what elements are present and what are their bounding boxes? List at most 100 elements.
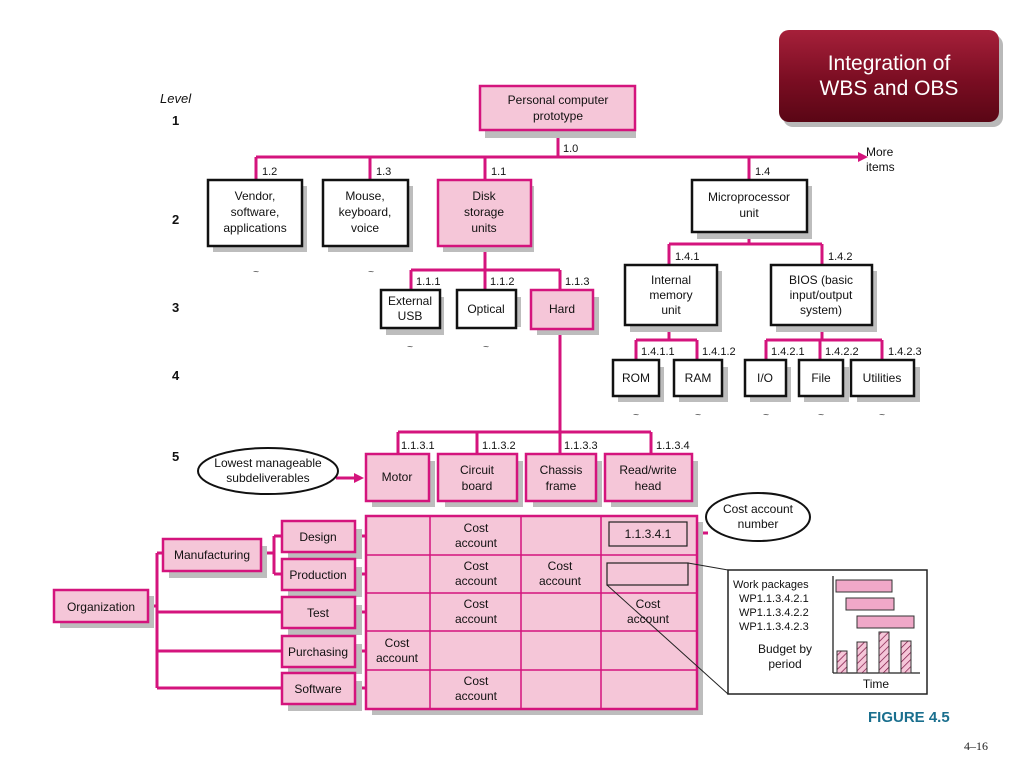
cell-r2-c2-line2: account <box>455 574 498 588</box>
level-4: 4 <box>172 368 180 383</box>
node-1-4-2-3-label: Utilities <box>863 371 902 385</box>
cost-account-number-cell <box>608 521 688 547</box>
code-1-1-2: 1.1.2 <box>490 276 514 288</box>
node-1-4-2-2-label: File <box>811 371 831 385</box>
cost-number-callout <box>705 492 811 542</box>
level-1: 1 <box>172 113 179 128</box>
boxes <box>52 84 916 706</box>
node-1-1-1 <box>379 288 442 330</box>
node-1-1 <box>436 178 533 248</box>
node-1-4-2-3 <box>849 358 916 398</box>
node-1-4-2-line2: input/output <box>790 288 853 302</box>
obs-software <box>280 671 357 706</box>
node-1-1-3-2 <box>436 452 519 503</box>
tilde: ~ <box>483 342 489 353</box>
node-1-4-2 <box>769 263 874 327</box>
obs-test-label: Test <box>307 606 330 620</box>
cell-r3-c4-line2: account <box>627 612 670 626</box>
code-1-1-3-2: 1.1.3.2 <box>482 440 516 452</box>
tilde: ~ <box>368 267 374 278</box>
code-1-1-3-4: 1.1.3.4 <box>656 440 690 452</box>
level-5: 5 <box>172 449 179 464</box>
cell-r1-c2-line1: Cost <box>464 521 489 535</box>
tilde: ~ <box>879 410 885 421</box>
budget-bar-2 <box>856 641 868 674</box>
wp1-bar <box>835 579 893 593</box>
code-1-1-3-3: 1.1.3.3 <box>564 440 598 452</box>
budget-bar-3 <box>878 631 890 674</box>
node-1-4-2-1 <box>743 358 788 398</box>
code-1-4-2-1: 1.4.2.1 <box>771 346 805 358</box>
inset-heading: Work packages <box>733 579 809 591</box>
obs-organization <box>52 588 150 624</box>
node-1-3-line2: keyboard, <box>339 205 392 219</box>
node-1-3-line3: voice <box>351 221 379 235</box>
node-1-1-3-label: Hard <box>549 302 575 316</box>
lowest-arrowhead <box>354 473 364 483</box>
node-1-4-2-line1: BIOS (basic <box>789 273 853 287</box>
node-1-4-1-1 <box>611 358 661 398</box>
cell-r2-c3-line2: account <box>539 574 582 588</box>
node-1-4-1-2 <box>672 358 724 398</box>
code-1-4-2-2: 1.4.2.2 <box>825 346 859 358</box>
node-1-4-1 <box>623 263 719 327</box>
tilde: ~ <box>818 410 824 421</box>
node-1-1-3-4-line1: Read/write <box>619 463 677 477</box>
work-package-cell <box>606 562 689 586</box>
cell-r5-c2-line1: Cost <box>464 674 489 688</box>
cost-number-line1: Cost account <box>723 502 794 516</box>
node-1-1-3-2-line2: board <box>462 479 493 493</box>
tilde: ~ <box>407 342 413 353</box>
code-1-1-3-1: 1.1.3.1 <box>401 440 435 452</box>
node-1-1-3-1-label: Motor <box>382 470 413 484</box>
node-1-2-line1: Vendor, <box>235 189 276 203</box>
cell-r2-c2-line1: Cost <box>464 559 489 573</box>
node-1-3-line1: Mouse, <box>345 189 384 203</box>
code-1-3: 1.3 <box>376 166 391 178</box>
obs-organization-label: Organization <box>67 600 135 614</box>
node-1-1-1-line1: External <box>388 294 432 308</box>
tildes: ~ ~ ~ ~ ~ ~ ~ ~ ~ <box>253 267 885 421</box>
code-1-2: 1.2 <box>262 166 277 178</box>
node-1-4-2-line3: system) <box>800 303 842 317</box>
node-1-1-3-3 <box>524 452 598 503</box>
budget-bar-4 <box>900 640 912 674</box>
node-1-1-3-1 <box>364 452 431 503</box>
obs-production-label: Production <box>289 568 346 582</box>
node-1-1-2 <box>455 288 518 330</box>
level-header: Level <box>160 91 192 106</box>
tilde: ~ <box>695 410 701 421</box>
lowest-callout-line2: subdeliverables <box>226 471 309 485</box>
code-1-4-1-1: 1.4.1.1 <box>641 346 675 358</box>
node-1-1-3-3-line2: frame <box>546 479 577 493</box>
time-label: Time <box>863 677 890 691</box>
cell-r4-c1-line1: Cost <box>385 636 410 650</box>
more-items-arrowhead <box>858 152 868 162</box>
wp1-label: WP1.1.3.4.2.1 <box>739 593 809 605</box>
obs-production <box>280 557 357 592</box>
code-1-4-1-2: 1.4.1.2 <box>702 346 736 358</box>
root-label-2: prototype <box>533 109 583 123</box>
budget-line1: Budget by <box>758 642 812 656</box>
node-1-2 <box>206 178 304 248</box>
node-1-4-line2: unit <box>739 206 759 220</box>
cost-number-line2: number <box>738 517 779 531</box>
work-package-inset <box>606 562 928 695</box>
cell-r5-c2-line2: account <box>455 689 498 703</box>
cell-r3-c2-line1: Cost <box>464 597 489 611</box>
node-1-1-line2: storage <box>464 205 504 219</box>
node-1-1-line3: units <box>471 221 496 235</box>
node-1-4-2-1-label: I/O <box>757 371 773 385</box>
budget-bar-1 <box>836 650 848 674</box>
obs-purchasing <box>280 634 357 669</box>
lowest-callout-line1: Lowest manageable <box>214 456 322 470</box>
code-1-1: 1.1 <box>491 166 506 178</box>
node-1-1-2-label: Optical <box>467 302 504 316</box>
obs-software-label: Software <box>294 682 342 696</box>
obs-test <box>280 595 357 630</box>
level-column: Level 1 2 3 4 5 <box>160 91 192 464</box>
page-number: 4–16 <box>964 739 988 753</box>
code-1-4-2-3: 1.4.2.3 <box>888 346 922 358</box>
obs-manufacturing <box>161 537 263 573</box>
